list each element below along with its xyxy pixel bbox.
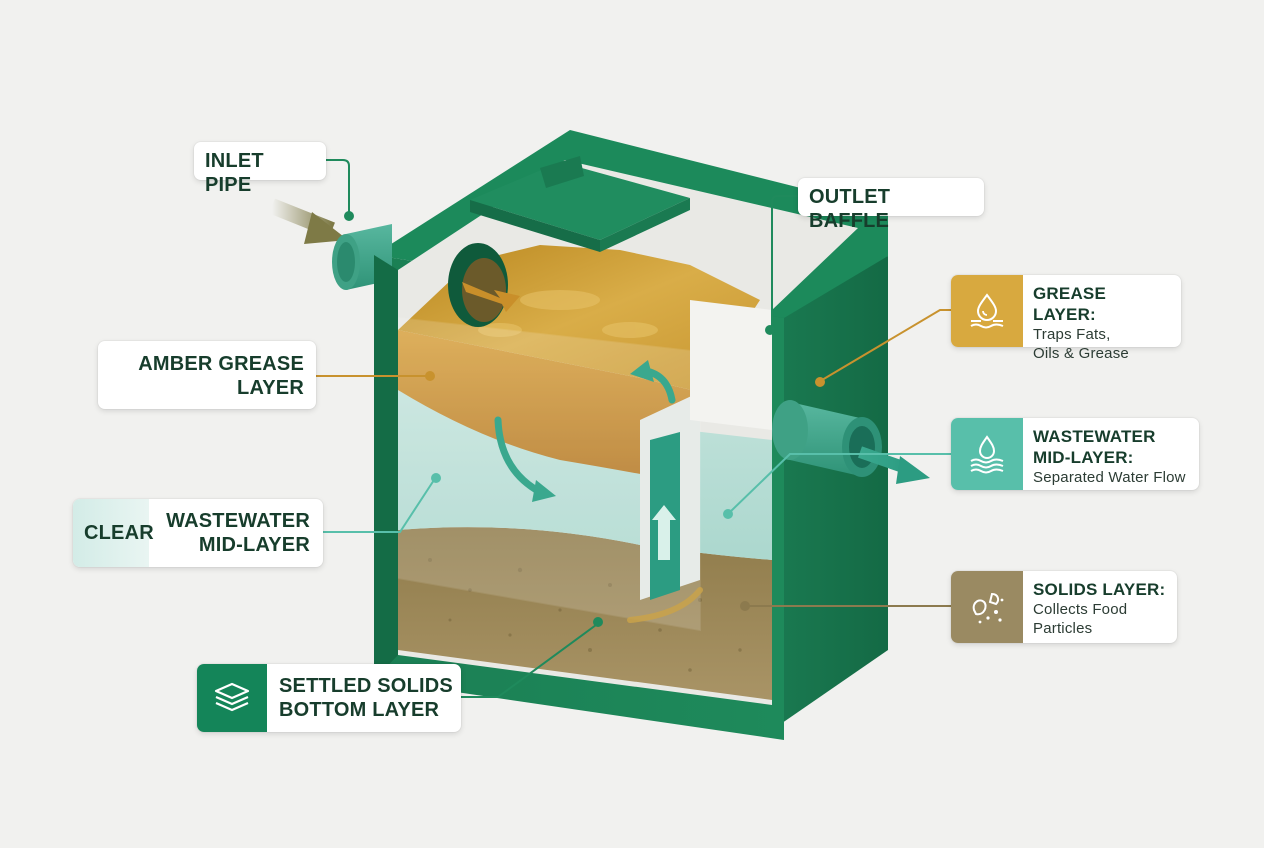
water-card-sub: Separated Water Flow [1033, 469, 1186, 486]
tank-side-face [772, 256, 888, 730]
grease-sheen [478, 290, 658, 338]
inlet-opening [448, 243, 508, 327]
inlet-flow-arrow [462, 282, 520, 312]
water-drop-waves-icon [951, 418, 1023, 490]
settled-solids-label: SETTLED SOLIDS BOTTOM LAYER [197, 664, 461, 732]
up-flow-arrowhead [630, 360, 654, 382]
clear-label-text: WASTEWATER MID-LAYER [166, 509, 310, 557]
clear-label-tint [73, 499, 149, 567]
tank-rim-edge [374, 255, 398, 680]
outlet-baffle-text: OUTLET BAFFLE [809, 186, 891, 232]
inlet-pipe-text: INLET PIPE [205, 150, 264, 196]
grease-drop-icon [951, 275, 1023, 347]
grease-card-body: GREASE LAYER: Traps Fats, Oils & Grease [1033, 283, 1173, 363]
settled-line2: BOTTOM LAYER [279, 699, 440, 721]
water-card-body: WASTEWATER MID-LAYER: Separated Water Fl… [1033, 426, 1191, 487]
food-particles-icon [951, 571, 1023, 643]
amber-grease-line2: LAYER [237, 377, 304, 399]
grease-layer-shape [398, 330, 700, 485]
solids-card-sub2: Particles [1033, 620, 1093, 637]
solids-card-body: SOLIDS LAYER: Collects Food Particles [1033, 579, 1169, 638]
callout-lines [316, 159, 951, 698]
clear-line1: WASTEWATER [166, 510, 310, 532]
wastewater-card: WASTEWATER MID-LAYER: Separated Water Fl… [951, 418, 1199, 490]
clear-line2: MID-LAYER [198, 534, 310, 556]
inflow-arrow [269, 198, 348, 244]
amber-grease-line1: AMBER GREASE [138, 353, 304, 375]
settled-line1: SETTLED SOLIDS [279, 675, 453, 697]
solids-layer-card: SOLIDS LAYER: Collects Food Particles [951, 571, 1177, 643]
tank-lid [470, 156, 690, 252]
amber-grease-label: AMBER GREASE LAYER [98, 341, 316, 409]
clear-wastewater-label: CLEAR WASTEWATER MID-LAYER [73, 499, 323, 567]
grease-card-sub1: Traps Fats, [1033, 326, 1111, 343]
grease-card-title: GREASE LAYER: [1033, 284, 1106, 324]
solids-texture [428, 558, 742, 672]
solids-swirl-arrow [627, 587, 703, 623]
baffle-up-arrow [652, 505, 676, 560]
inlet-pipe-label: INLET PIPE [194, 142, 326, 196]
grease-card-sub2: Oils & Grease [1033, 345, 1129, 362]
down-flow-arrow [494, 416, 544, 496]
solids-card-title: SOLIDS LAYER: [1033, 580, 1166, 599]
water-card-title2: MID-LAYER: [1033, 448, 1134, 467]
up-flow-arrow [646, 368, 676, 404]
water-card-title1: WASTEWATER [1033, 427, 1156, 446]
outlet-baffle [640, 300, 772, 600]
clear-word: CLEAR [84, 522, 154, 544]
outlet-baffle-label: OUTLET BAFFLE [798, 178, 984, 232]
solids-card-sub1: Collects Food [1033, 601, 1128, 618]
down-flow-arrowhead [532, 480, 556, 502]
layers-icon [197, 664, 267, 732]
grease-layer-card: GREASE LAYER: Traps Fats, Oils & Grease [951, 275, 1181, 362]
